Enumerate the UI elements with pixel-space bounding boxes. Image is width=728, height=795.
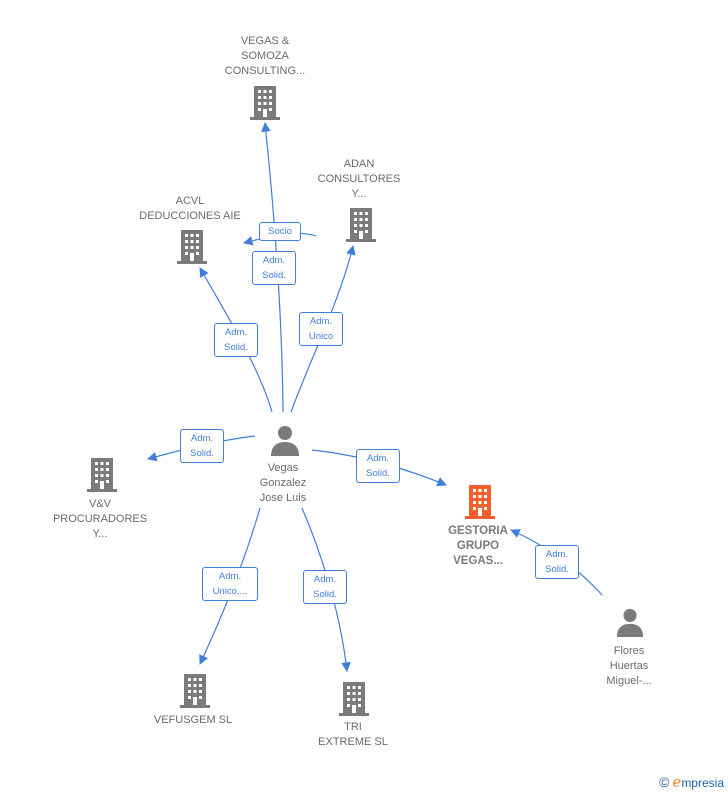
node-label: TRI EXTREME SL (318, 721, 388, 748)
building-icon (339, 682, 369, 716)
building-icon (87, 458, 117, 492)
edge-line-vegas-somoza (261, 122, 284, 413)
brand-e: e (672, 773, 682, 791)
node-label: VEGAS & SOMOZA CONSULTING... (224, 35, 306, 77)
brand-name: mpresia (681, 776, 724, 790)
building-icon (177, 230, 207, 264)
edge-badge-adm-solid-vegas-somoza[interactable]: Adm. Solid. (252, 251, 296, 285)
person-icon (616, 608, 644, 637)
node-label: Vegas Gonzalez Jose Luis (259, 462, 307, 504)
node-label: ADAN CONSULTORES Y... (317, 158, 401, 200)
node-label: V&V PROCURADORES Y... (52, 498, 148, 540)
edge-badge-adm-solid-acvl[interactable]: Adm. Solid. (214, 323, 258, 357)
edge-badge-socio[interactable]: Socio (259, 222, 301, 241)
building-icon (250, 86, 280, 120)
node-label: VEFUSGEM SL (153, 714, 233, 726)
building-icon (180, 674, 210, 708)
edge-badge-adm-solid-vv[interactable]: Adm. Solid. (180, 429, 224, 463)
copyright-icon: © (659, 774, 670, 790)
edge-badge-adm-solid-gestoria[interactable]: Adm. Solid. (356, 449, 400, 483)
building-icon (465, 485, 495, 519)
empresia-logo: ©empresia (659, 773, 724, 791)
building-icon (346, 208, 376, 242)
node-label: GESTORIA GRUPO VEGAS... (448, 525, 508, 567)
edge-badge-adm-solid-tri[interactable]: Adm. Solid. (303, 570, 347, 604)
node-label: ACVL DEDUCCIONES AIE (139, 195, 241, 222)
edge-badge-adm-unico-adan[interactable]: Adm. Unico (299, 312, 343, 346)
person-icon (271, 426, 299, 456)
edge-badge-adm-unico-vefusgem[interactable]: Adm. Unico,... (202, 567, 258, 601)
node-label: Flores Huertas Miguel-... (606, 645, 652, 687)
edge-badge-adm-solid-flores[interactable]: Adm. Solid. (535, 545, 579, 579)
